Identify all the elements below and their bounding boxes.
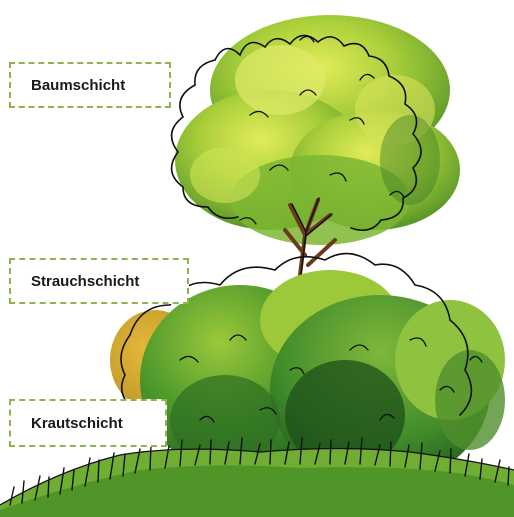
herb-layer-label-text: Krautschicht: [31, 415, 123, 432]
shrub-layer-label: Strauchschicht: [9, 258, 189, 304]
tree-layer-label: Baumschicht: [9, 62, 171, 108]
herb-layer-label: Krautschicht: [9, 399, 167, 447]
shrub-layer-label-text: Strauchschicht: [31, 273, 139, 290]
tree-layer-label-text: Baumschicht: [31, 77, 125, 94]
